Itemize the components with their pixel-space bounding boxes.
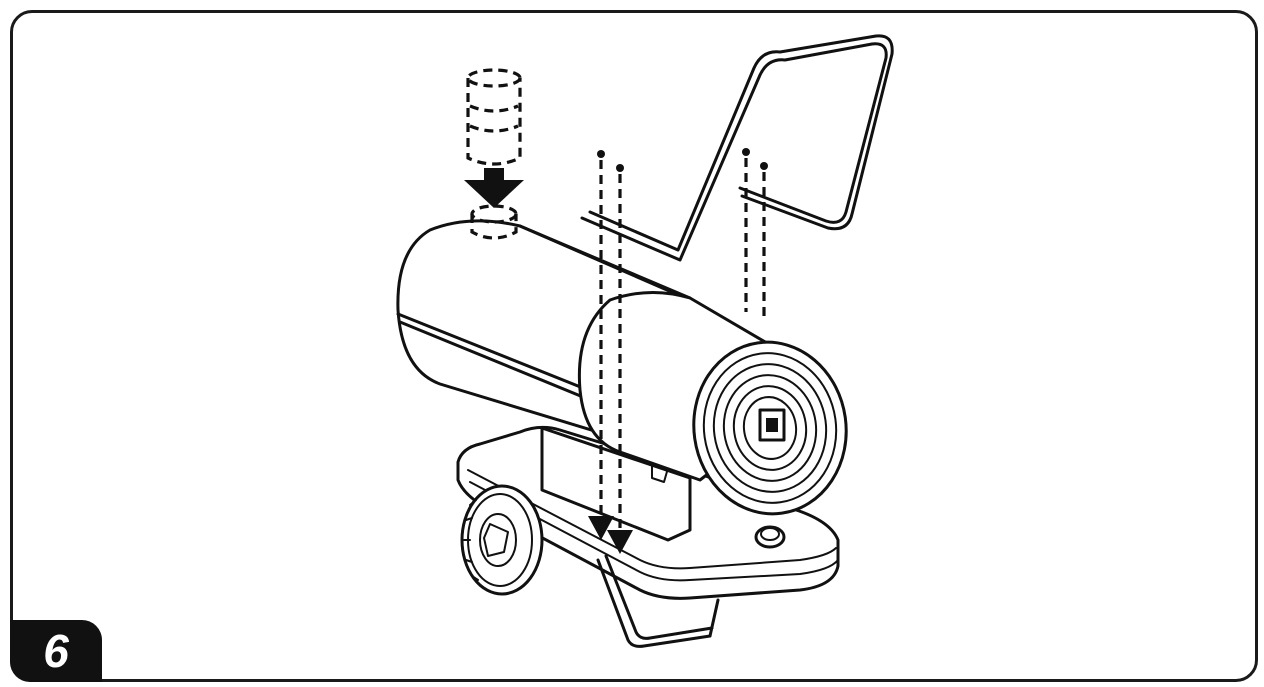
support-bracket [596, 554, 720, 648]
bolt-front-2 [616, 164, 624, 532]
handle-frame [580, 34, 894, 262]
fuel-inlet [470, 204, 518, 240]
bolt-rear-1 [742, 148, 750, 312]
down-arrow-icon [588, 516, 633, 554]
step-number: 6 [43, 625, 69, 677]
heater-body-front [577, 291, 848, 516]
fuel-cap [754, 525, 786, 549]
bolt-front-1 [597, 150, 605, 520]
fuel-canister [466, 68, 522, 166]
wheel [460, 484, 544, 596]
bolt-rear-2 [760, 162, 768, 318]
insert-arrow-icon [464, 168, 524, 208]
step-number-badge: 6 [10, 620, 102, 682]
